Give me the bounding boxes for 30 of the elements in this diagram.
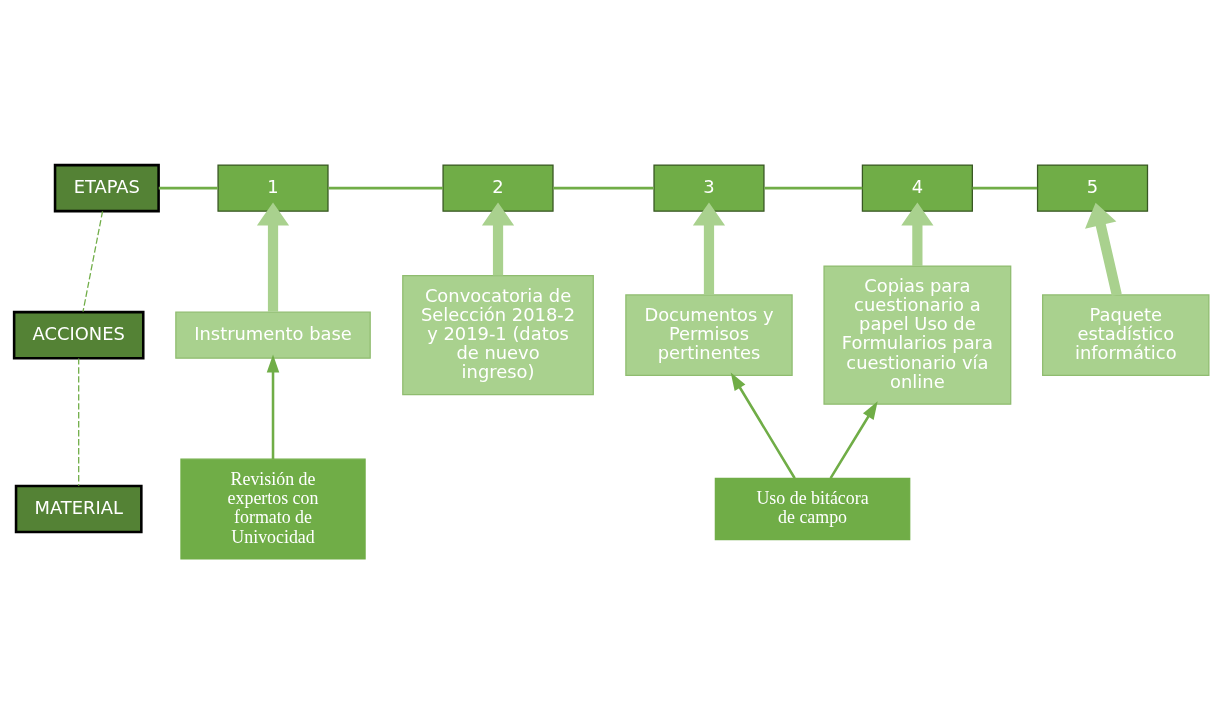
arrow	[1085, 202, 1122, 296]
node-box: Documentos y Permisos pertinentes	[625, 293, 793, 376]
node-box: Revisión de expertos con formato de Univocidad	[180, 458, 366, 560]
node-box: Paquete estadístico informático	[1042, 293, 1210, 376]
node-box: 1	[217, 163, 329, 212]
node-box: 5	[1036, 163, 1149, 212]
node-box: Convocatoria de Selección 2018-2 y 2019-1 (datos de nuevo ingreso)	[402, 274, 594, 395]
connector	[553, 186, 654, 189]
node-box: 4	[861, 163, 973, 212]
connector	[82, 210, 104, 312]
node-box: ACCIONES	[12, 310, 145, 359]
connector	[764, 186, 863, 189]
arrow	[901, 201, 934, 266]
arrow	[730, 371, 796, 479]
connector	[158, 186, 218, 189]
node-box: 2	[442, 163, 554, 212]
node-box: Copias para cuestionario a papel Uso de Formularios para cuestionario vía online	[823, 264, 1012, 405]
arrow	[266, 354, 280, 459]
node-box: ETAPAS	[53, 163, 160, 212]
arrow	[481, 201, 515, 275]
arrow	[829, 400, 878, 479]
arrow	[692, 201, 726, 295]
node-box: 3	[653, 163, 765, 212]
connector	[78, 357, 80, 486]
connector	[328, 186, 444, 189]
node-box: Uso de bitácora de campo	[714, 477, 911, 540]
node-box: MATERIAL	[14, 484, 143, 533]
connector	[972, 186, 1038, 189]
arrow	[256, 201, 290, 312]
node-box: Instrumento base	[175, 311, 371, 359]
